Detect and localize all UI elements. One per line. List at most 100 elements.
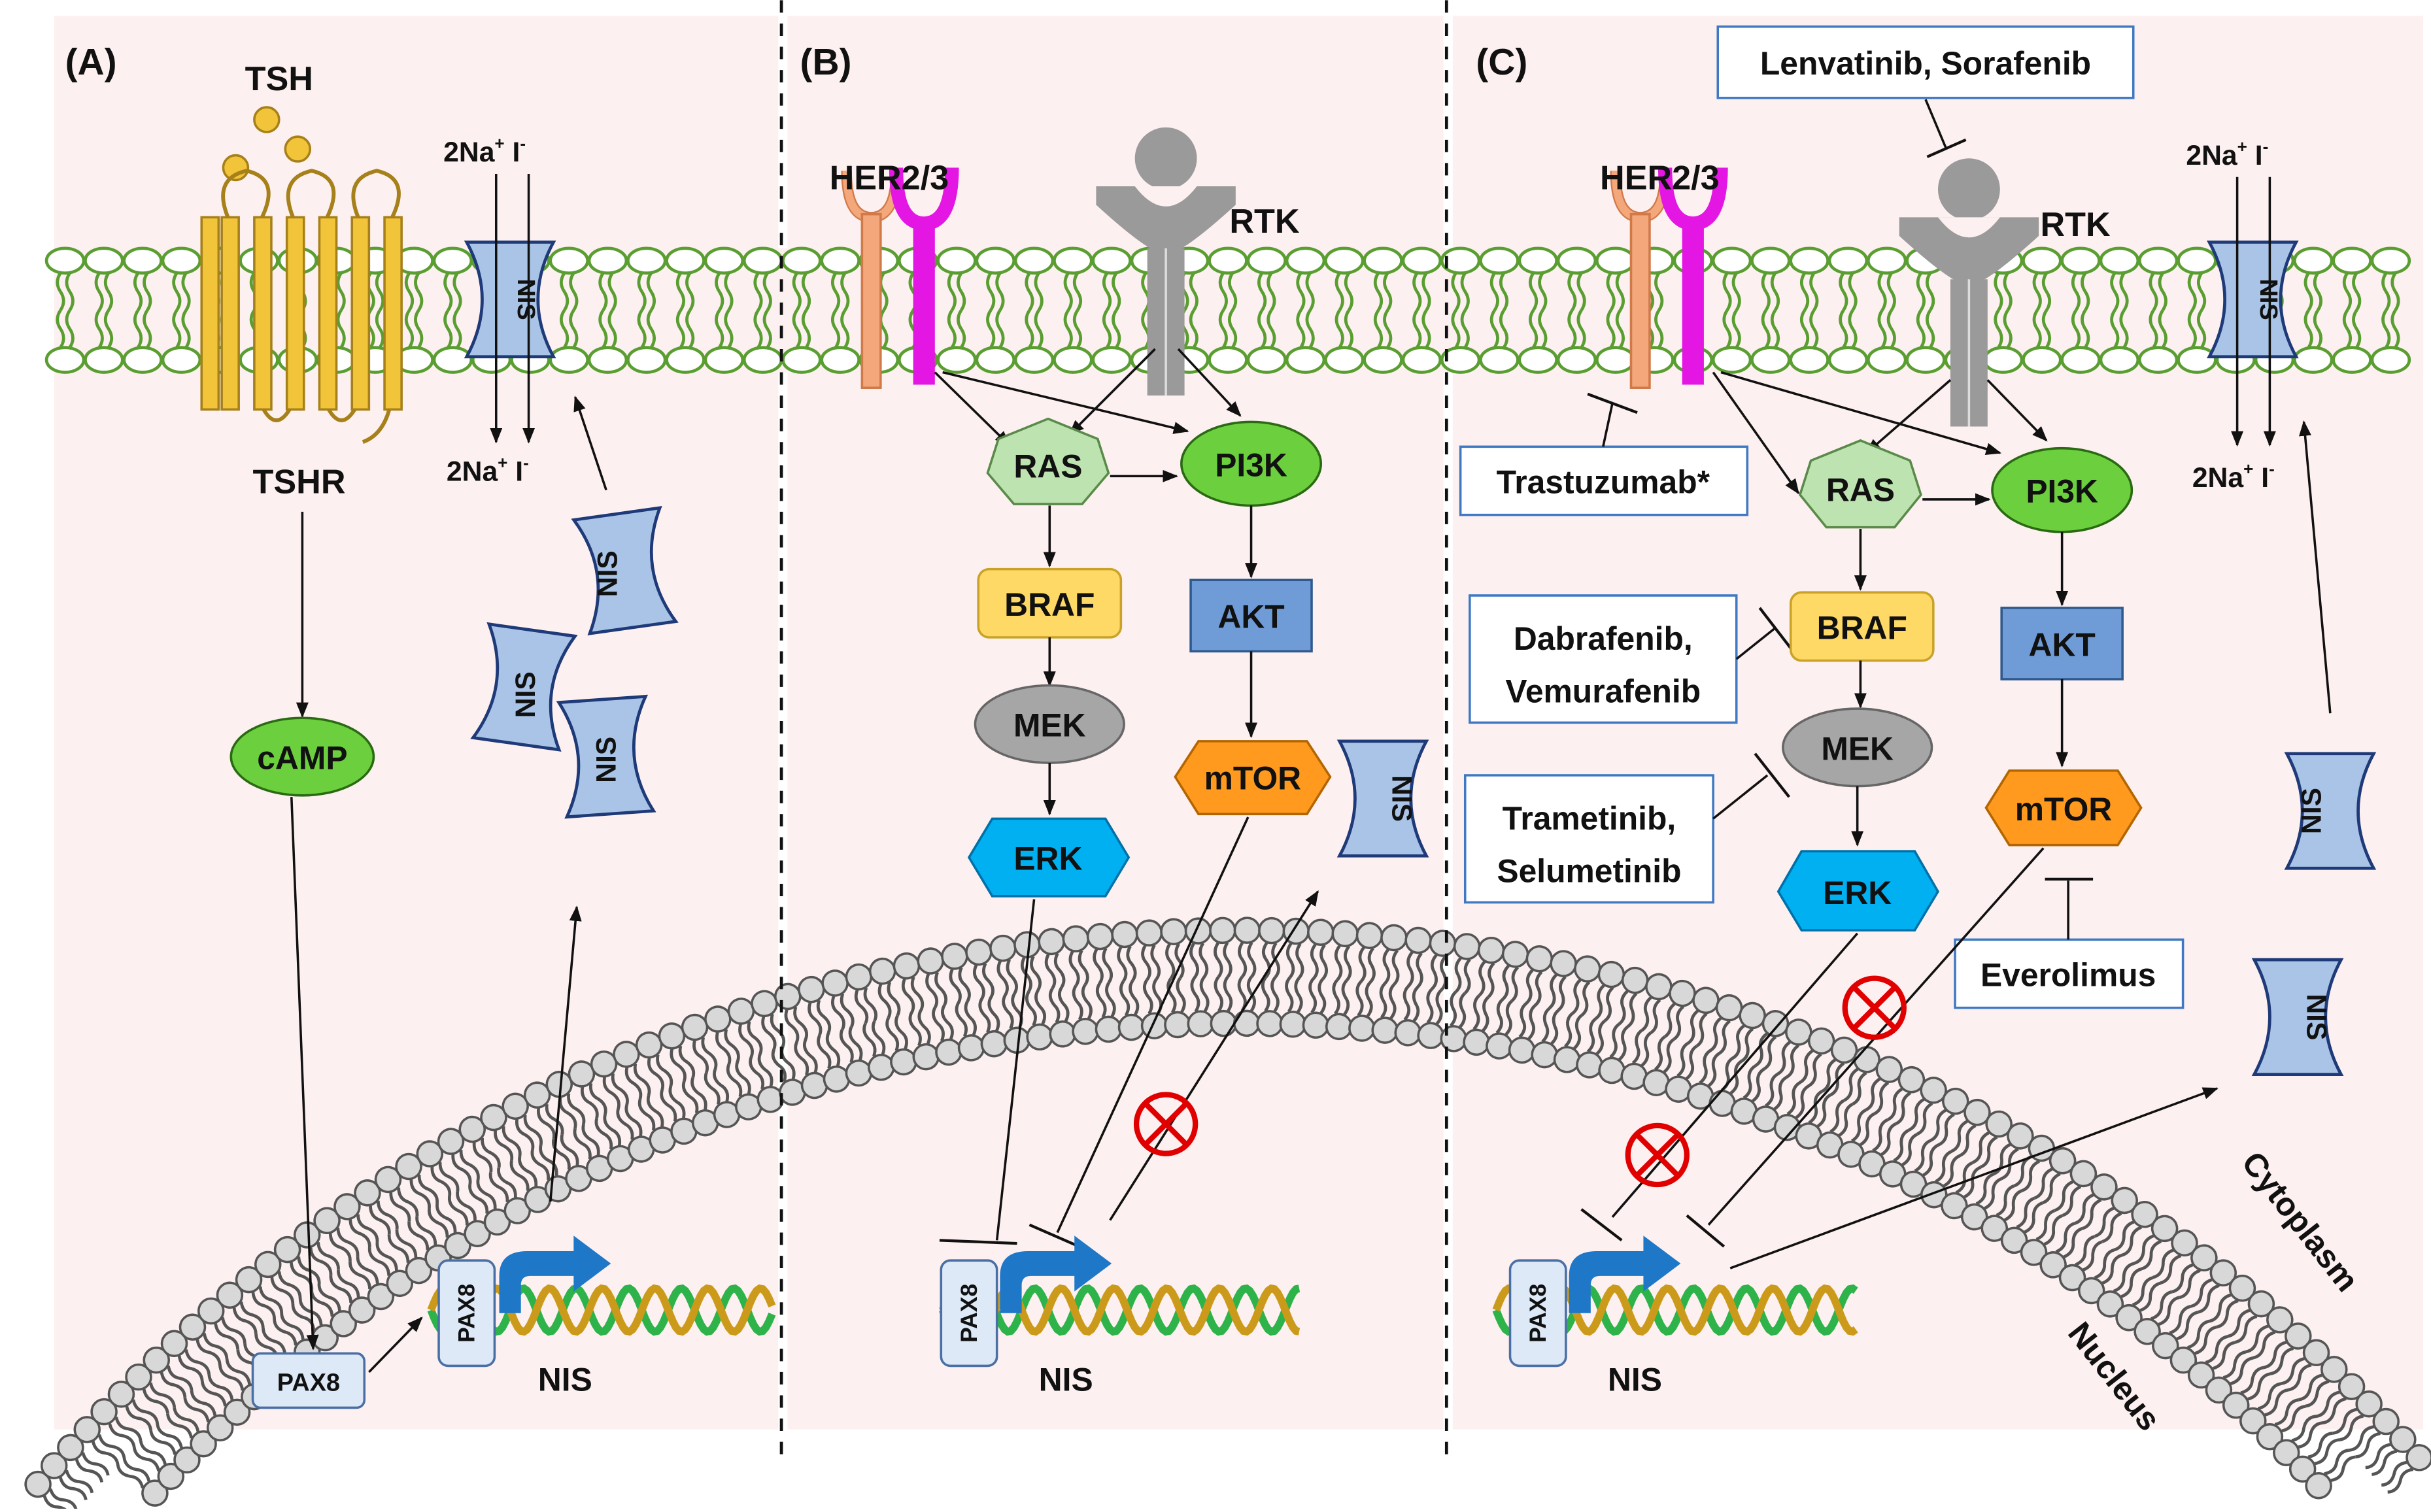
mek-node-c	[1782, 707, 1933, 788]
nis-vesicle-a3-label: NIS	[590, 737, 622, 783]
pi3k-label-c: PI3K	[2026, 473, 2098, 510]
plasma-membrane	[44, 246, 2424, 374]
camp-label: cAMP	[257, 740, 347, 777]
braf-node-c	[1789, 591, 1935, 662]
rtk-receptor-c	[1899, 158, 2039, 427]
na-bottom-a: 2Na+ I-	[447, 453, 529, 488]
panel-label-a: (A)	[65, 41, 117, 83]
ras-label-c: RAS	[1826, 471, 1895, 508]
na-bottom-c: 2Na+ I-	[2192, 459, 2275, 494]
rtk-label-c: RTK	[2040, 206, 2111, 244]
rtk-to-ras-arrow-c	[1865, 379, 1952, 454]
dabrafenib-box	[1469, 594, 1738, 724]
svg-text:NIS: NIS	[538, 1361, 592, 1398]
dabrafenib-inhibit-bar	[1758, 607, 1792, 649]
trametinib-label-2: Selumetinib	[1497, 853, 1681, 890]
mtor-inhibit-nis-b	[1056, 816, 1250, 1234]
camp-node	[230, 716, 375, 797]
her-to-ras-arrow-c	[1712, 371, 1800, 495]
her-to-ras-arrow-b	[934, 371, 1011, 446]
mtor-inhibit-bar-b	[1028, 1223, 1080, 1248]
akt-label-c: AKT	[2029, 626, 2096, 663]
trastuzumab-inhibit-her	[1602, 403, 1614, 447]
dabrafenib-label-2: Vemurafenib	[1505, 673, 1701, 710]
rtk-label-b: RTK	[1229, 203, 1300, 241]
gene-to-nis-arrow-a	[549, 905, 582, 1202]
rtk-to-pi3k-arrow-c	[1986, 379, 2048, 442]
block-symbol-b	[1133, 1092, 1198, 1156]
block-symbol-c2	[1625, 1122, 1690, 1188]
trastuzumab-box	[1459, 445, 1749, 516]
trastuzumab-inhibit-bar	[1587, 392, 1638, 414]
lenvatinib-inhibit-bar	[1926, 138, 1967, 158]
nis-cyto-b-label: NIS	[1386, 775, 1417, 822]
gene-to-nis-arrow-c	[1729, 1087, 2219, 1269]
her-label-c: HER2/3	[1600, 160, 1720, 197]
dabrafenib-inhibit-braf	[1735, 627, 1776, 660]
erk-inhibit-pax8-c	[1611, 932, 1859, 1218]
erk-label-b: ERK	[1013, 841, 1082, 877]
mtor-node-c	[1984, 769, 2143, 847]
her-label-b: HER2/3	[830, 160, 949, 197]
block-symbol-c1	[1842, 975, 1907, 1040]
camp-to-pax8-arrow	[290, 797, 319, 1351]
mtor-inhibit-bar-c	[1686, 1214, 1726, 1248]
akt-node-b	[1189, 579, 1313, 653]
erk-inhibit-pax8-b	[995, 899, 1036, 1241]
pax8-to-gene-arrow	[368, 1317, 423, 1373]
braf-label-c: BRAF	[1817, 609, 1907, 646]
lenvatinib-label: Lenvatinib, Sorafenib	[1760, 45, 2091, 82]
mek-label-b: MEK	[1013, 707, 1086, 744]
erk-label-c: ERK	[1823, 875, 1892, 911]
her-to-pi3k-arrow-b	[942, 371, 1189, 434]
svg-text:PAX8: PAX8	[1525, 1284, 1551, 1343]
everolimus-box	[1954, 938, 2184, 1009]
trametinib-box	[1463, 774, 1714, 904]
na-top-c: 2Na+ I-	[2186, 137, 2268, 171]
lenvatinib-inhibit-rtk	[1924, 99, 1947, 148]
her2-3-receptor-c	[1610, 167, 1728, 389]
svg-text:PAX8: PAX8	[454, 1284, 480, 1343]
mek-label-c: MEK	[1821, 730, 1894, 767]
trametinib-label-1: Trametinib,	[1503, 800, 1676, 837]
erk-inhibit-bar-c	[1580, 1208, 1623, 1242]
her-to-pi3k-arrow-c	[1720, 371, 2002, 455]
rtk-receptor-b	[1096, 127, 1236, 396]
tshr-receptor	[200, 169, 403, 444]
everolimus-label: Everolimus	[1980, 956, 2156, 993]
erk-node-b	[967, 817, 1130, 898]
akt-node-c	[2000, 607, 2124, 680]
nis-cyto-c1-label: NIS	[2296, 788, 2328, 834]
braf-label-b: BRAF	[1004, 586, 1095, 623]
pax8-box-a	[251, 1352, 366, 1409]
trametinib-inhibit-bar	[1754, 752, 1791, 798]
pax8-box-a-label: PAX8	[277, 1369, 340, 1396]
ras-label-b: RAS	[1013, 448, 1082, 485]
mtor-label-b: mTOR	[1204, 760, 1301, 796]
tsh-ligand	[284, 135, 312, 163]
mtor-node-b	[1174, 740, 1332, 816]
svg-text:NIS: NIS	[1039, 1361, 1093, 1398]
panel-label-b: (B)	[800, 41, 852, 83]
ras-node-b	[986, 417, 1110, 505]
lenvatinib-box	[1716, 25, 2135, 99]
ras-node-c	[1798, 439, 1922, 529]
tsh-label: TSH	[245, 60, 313, 98]
her2-3-receptor-b	[841, 167, 959, 389]
nis-membrane-a-label: NIS	[512, 278, 539, 320]
nis-trafficking-arrow-a	[573, 395, 607, 491]
dabrafenib-label-1: Dabrafenib,	[1514, 620, 1693, 657]
nis-vesicle-a1-label: NIS	[592, 550, 624, 597]
akt-label-b: AKT	[1217, 599, 1284, 635]
svg-text:PAX8: PAX8	[956, 1284, 982, 1343]
erk-inhibit-bar-b	[939, 1239, 1017, 1245]
trametinib-inhibit-mek	[1712, 774, 1769, 820]
na-top-a: 2Na+ I-	[443, 133, 526, 168]
nis-membrane-c-label: NIS	[2254, 278, 2282, 320]
trastuzumab-label: Trastuzumab*	[1497, 463, 1710, 500]
